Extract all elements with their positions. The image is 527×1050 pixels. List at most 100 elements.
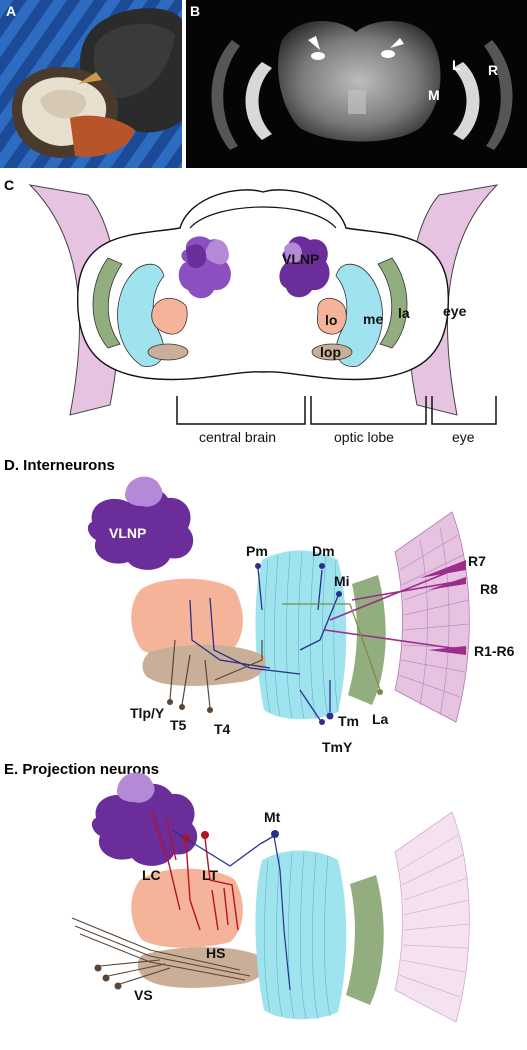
right-vlnp-light-c <box>284 242 302 263</box>
vlnp-light-d <box>124 476 163 507</box>
label-tlp: Tlp/Y <box>130 705 165 721</box>
right-lobula-c <box>316 298 347 335</box>
left-lamina-c <box>92 257 123 349</box>
label-t4: T4 <box>214 721 231 737</box>
panel-e: E. Projection neurons <box>4 761 470 1023</box>
label-r1r6: R1-R6 <box>474 643 515 659</box>
la-soma <box>377 689 383 695</box>
label-vs: VS <box>134 987 153 1003</box>
label-medulla-b: M <box>428 87 440 103</box>
label-lc: LC <box>142 867 161 883</box>
right-mushroom-calyx <box>381 50 395 58</box>
label-mt: Mt <box>264 809 281 825</box>
label-r7: R7 <box>468 553 486 569</box>
bracket-eye <box>431 396 497 425</box>
lamina-e <box>346 875 384 1005</box>
label-tm: Tm <box>338 713 359 729</box>
label-lo-c: lo <box>325 312 337 328</box>
right-eye-outline <box>407 184 499 416</box>
right-medulla-c <box>335 263 383 367</box>
neuron-somata-brown-d <box>167 699 213 713</box>
panel-a: A <box>0 0 182 168</box>
label-r8: R8 <box>480 581 498 597</box>
label-central-brain: central brain <box>199 429 276 445</box>
left-lobula-c <box>151 298 188 335</box>
ommatidia-e <box>398 834 470 998</box>
brain-commissure <box>189 206 337 229</box>
interneurons-brown-d <box>169 639 263 709</box>
left-vlnp-light-c <box>205 239 229 265</box>
medulla-layers-e <box>264 851 331 1020</box>
eye-fan-e <box>394 811 470 1023</box>
lobula-plate-d <box>142 644 266 686</box>
right-retina <box>484 40 513 150</box>
left-medulla <box>245 62 272 140</box>
label-la-c: la <box>398 305 410 321</box>
left-arrowhead-icon <box>308 36 320 50</box>
vlnp-d <box>87 487 194 570</box>
label-vlnp-c: VLNP <box>282 251 319 267</box>
mt-arbor <box>273 835 291 991</box>
section-title-projection: E. Projection neurons <box>4 761 159 778</box>
medulla-e <box>255 850 347 1020</box>
panel-label-a: A <box>6 3 16 19</box>
photoreceptor-terminals-d <box>420 560 466 655</box>
label-vlnp-d: VLNP <box>109 525 146 541</box>
ommatidia-d <box>398 527 470 716</box>
left-medulla-c <box>117 263 165 367</box>
central-complex <box>348 90 366 114</box>
hs-vs-neurons <box>71 917 251 985</box>
mt-soma <box>271 830 279 838</box>
label-mi: Mi <box>334 573 350 589</box>
lobula-d <box>131 578 243 658</box>
left-mushroom-calyx <box>311 52 325 60</box>
left-retina <box>211 40 240 150</box>
eye-fan-d <box>394 511 470 723</box>
lc-lt-neurons <box>151 811 239 931</box>
label-t5: T5 <box>170 717 187 733</box>
vlnp-e <box>91 783 198 866</box>
label-la-d: La <box>372 711 389 727</box>
label-lt: LT <box>202 867 219 883</box>
right-lamina-c <box>377 257 408 349</box>
panel-d: D. Interneurons VLNP <box>4 457 515 755</box>
label-hs: HS <box>206 945 225 961</box>
label-eye-c: eye <box>443 303 467 319</box>
lobula-e <box>131 868 243 948</box>
vs-somata <box>94 964 122 990</box>
lamina-d <box>348 575 386 705</box>
label-lamina-b: L <box>452 57 461 73</box>
left-lobula-plate-c <box>147 343 189 361</box>
label-eye-bracket: eye <box>452 429 475 445</box>
panel-label-c: C <box>4 177 14 193</box>
label-retina-b: R <box>488 62 498 78</box>
left-vlnp-dark-c <box>186 244 207 269</box>
medulla-d <box>255 550 347 720</box>
label-tmy: TmY <box>322 739 353 755</box>
interneurons-blue-d <box>189 567 339 721</box>
label-me-c: me <box>363 311 383 327</box>
vlnp-light-e <box>116 772 155 803</box>
bracket-central-brain <box>176 396 306 425</box>
label-dm: Dm <box>312 543 335 559</box>
medulla-layers-d <box>264 551 339 720</box>
right-arrowhead-icon <box>390 38 404 48</box>
mt-axon <box>171 829 275 867</box>
lobula-plate-e <box>137 947 266 988</box>
fly-head-highlight <box>93 23 175 98</box>
section-title-interneurons: D. Interneurons <box>4 457 115 474</box>
interneurons-olive-d <box>282 603 381 691</box>
panel-c: C VLNP lo lop me la eye central brain <box>4 177 499 445</box>
proboscis-hint <box>78 72 102 84</box>
brain-section-inner <box>40 89 87 119</box>
compound-eye-section <box>70 115 135 157</box>
right-lobula-plate-c <box>311 343 353 361</box>
panel-label-b: B <box>190 3 200 19</box>
bracket-optic-lobe <box>310 396 427 425</box>
label-lop-c: lop <box>320 344 341 360</box>
label-pm: Pm <box>246 543 268 559</box>
central-brain-scan <box>278 20 441 142</box>
label-optic-lobe: optic lobe <box>334 429 394 445</box>
right-medulla <box>453 62 480 140</box>
